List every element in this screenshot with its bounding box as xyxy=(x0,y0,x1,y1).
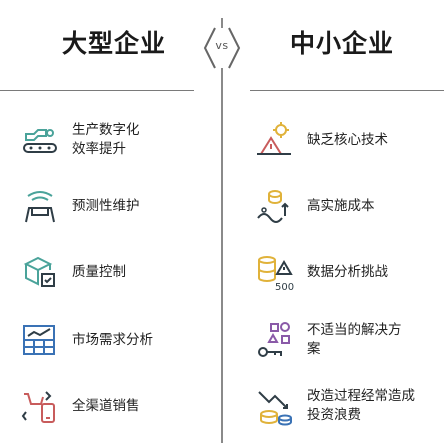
list-item-omnichannel-sales: 全渠道销售 xyxy=(20,386,140,426)
coin-cost-icon xyxy=(257,190,289,223)
large-enterprise-title: 大型企业 xyxy=(62,29,167,58)
center-divider xyxy=(221,72,223,443)
item-label: 不适当的解决方 案 xyxy=(307,322,402,357)
item-label: 数据分析挑战 xyxy=(307,263,388,280)
right-header-rule xyxy=(250,90,444,91)
coins-down-icon xyxy=(258,391,292,426)
item-label: 质量控制 xyxy=(72,263,126,280)
vs-diamond-icon xyxy=(203,18,241,78)
car-sensor-icon xyxy=(25,191,55,223)
chart-table-icon xyxy=(23,325,55,355)
vs-label: vs xyxy=(215,39,229,52)
list-item-predictive-maintenance: 预测性维护 xyxy=(20,186,140,226)
vs-badge: vs xyxy=(195,18,249,78)
list-item-lack-core-tech: 缺乏核心技术 xyxy=(255,120,388,160)
omnichannel-sales-icon xyxy=(21,391,55,423)
item-label: 预测性维护 xyxy=(72,197,140,214)
badge-500: 500 xyxy=(275,282,294,292)
item-label: 市场需求分析 xyxy=(72,331,153,348)
item-label: 改造过程经常造成 投资浪费 xyxy=(307,388,415,423)
list-item-high-cost: 高实施成本 xyxy=(255,186,375,226)
gear-warning-icon xyxy=(257,122,291,155)
quality-box-icon xyxy=(23,256,55,287)
item-label: 高实施成本 xyxy=(307,197,375,214)
sme-title: 中小企业 xyxy=(290,29,395,58)
list-item-production-digitization: 生产数字化 效率提升 xyxy=(20,120,140,160)
list-item-inappropriate-solution: 不适当的解决方 案 xyxy=(255,320,417,360)
item-label: 全渠道销售 xyxy=(72,397,140,414)
list-item-quality-control: 质量控制 xyxy=(20,252,126,292)
left-header-rule xyxy=(0,90,194,91)
factory-conveyor-icon xyxy=(23,129,57,153)
list-item-investment-waste: 改造过程经常造成 投资浪费 xyxy=(255,386,417,426)
list-item-market-demand-analysis: 市场需求分析 xyxy=(20,320,153,360)
data-warning-icon: 500 xyxy=(258,256,294,292)
list-item-data-analysis-challenge: 500 数据分析挑战 xyxy=(255,252,388,292)
shapes-key-icon xyxy=(258,322,290,357)
item-label: 生产数字化 效率提升 xyxy=(72,122,140,157)
item-label: 缺乏核心技术 xyxy=(307,131,388,148)
